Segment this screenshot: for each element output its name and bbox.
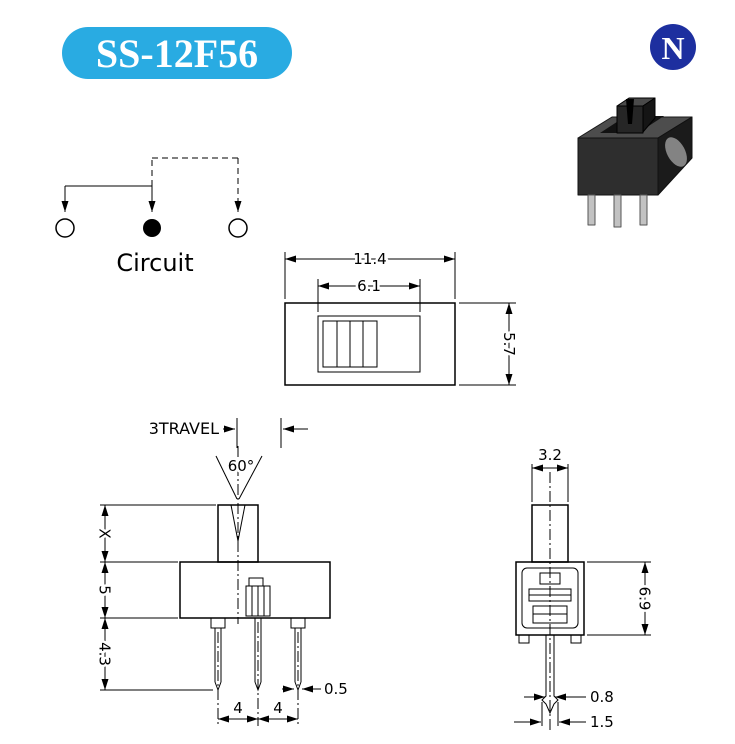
top-view-drawing: 11.4 6.1 5.7 — [284, 248, 521, 386]
body-foot — [518, 634, 530, 644]
contact-detail — [248, 577, 264, 587]
top-view-slot — [317, 315, 421, 373]
photo-pin — [613, 194, 622, 228]
dim-text-knob-height: X — [96, 528, 114, 538]
circuit-diagram: Circuit — [55, 157, 248, 277]
actuator-notch — [237, 504, 246, 542]
dim-text-body-height: 5 — [96, 585, 114, 595]
dim-text-body-height: 6.9 — [636, 587, 654, 611]
terminal-open-right — [228, 218, 248, 238]
actuator-notch — [230, 504, 239, 542]
angle-leg — [215, 455, 238, 500]
brand-logo-letter: N — [661, 30, 684, 66]
dim-text-pin-tip: 1.5 — [590, 713, 614, 731]
travel-label: 3TRAVEL — [149, 419, 219, 438]
terminal-common-filled — [143, 219, 161, 237]
dim-text-pin-length: 4.3 — [96, 642, 114, 666]
photo-pin — [639, 194, 648, 226]
photo-actuator-notch — [626, 99, 634, 124]
brand-logo: N — [650, 24, 696, 70]
angle-text: 60° — [228, 457, 255, 475]
terminal-open-left — [55, 218, 75, 238]
photo-metal-end — [665, 137, 687, 167]
dim-text-height: 5.7 — [500, 332, 518, 356]
photo-pin — [587, 194, 596, 226]
body-outline — [179, 561, 331, 619]
model-number-label: SS-12F56 — [96, 31, 258, 76]
inner-detail — [539, 572, 561, 585]
side-view-drawing: 3.2 6.9 0.8 1.5 — [514, 444, 656, 734]
dim-text-pin-pitch-1: 4 — [233, 699, 243, 717]
dim-text-knob-width: 3.2 — [538, 446, 562, 464]
front-view-drawing: 3TRAVEL 60° — [93, 418, 350, 726]
angle-leg — [238, 455, 263, 500]
dim-text-pin-thickness: 0.8 — [590, 688, 614, 706]
top-view-body-outline — [284, 302, 456, 386]
model-badge-bg — [62, 27, 292, 79]
dim-text-pin-pitch-2: 4 — [273, 699, 283, 717]
pin-boss — [290, 617, 306, 629]
body-outline — [515, 561, 585, 636]
dim-text-width: 11.4 — [353, 250, 386, 268]
brand-logo-circle — [650, 24, 696, 70]
body-foot — [570, 634, 582, 644]
product-photo — [577, 97, 693, 228]
body-inner-frame — [521, 567, 579, 629]
pin-boss — [210, 617, 226, 629]
model-badge: SS-12F56 — [62, 27, 292, 79]
dim-text-pin-width: 0.5 — [324, 680, 348, 698]
dim-text-knob-width: 6.1 — [357, 277, 381, 295]
photo-body-front — [577, 137, 659, 196]
circuit-label: Circuit — [116, 249, 193, 277]
